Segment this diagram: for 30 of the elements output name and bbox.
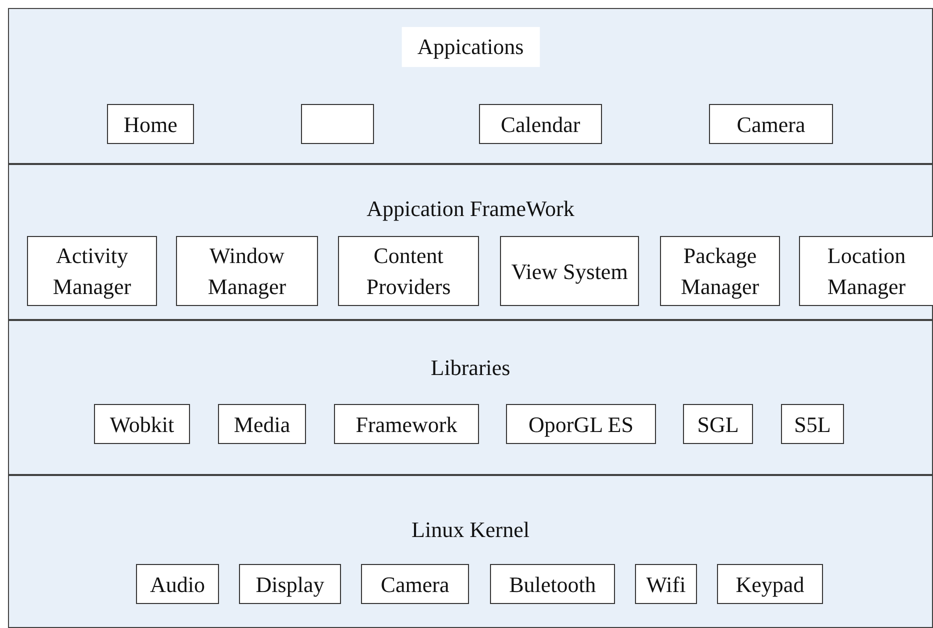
layer-band [8,164,933,320]
component-box: Home [107,104,194,144]
component-box: Buletooth [490,564,615,604]
component-box: S5L [781,404,844,444]
layer-heading: Appications [401,27,540,67]
component-box: Content Providers [338,236,479,306]
component-box: Wifi [635,564,697,604]
component-box: Package Manager [660,236,780,306]
component-box: Window Manager [176,236,318,306]
component-box: Camera [709,104,833,144]
component-box: Keypad [717,564,823,604]
component-box: Calendar [479,104,602,144]
component-box: Activity Manager [27,236,157,306]
component-box: SGL [683,404,753,444]
layer-band [8,320,933,475]
layer-heading: Appication FrameWork [366,195,574,223]
component-box: Camera [361,564,469,604]
component-box: Location Manager [799,236,933,306]
component-box: View System [500,236,639,306]
component-box: Wobkit [94,404,190,444]
component-box: Media [218,404,306,444]
layer-heading: Libraries [430,354,510,382]
component-box: Audio [136,564,219,604]
component-box: OporGL ES [506,404,656,444]
component-box: Framework [334,404,479,444]
component-box: Display [239,564,341,604]
layer-heading: Linux Kernel [412,516,530,544]
component-box [301,104,374,144]
layer-band [8,475,933,628]
layer-band [8,8,933,164]
